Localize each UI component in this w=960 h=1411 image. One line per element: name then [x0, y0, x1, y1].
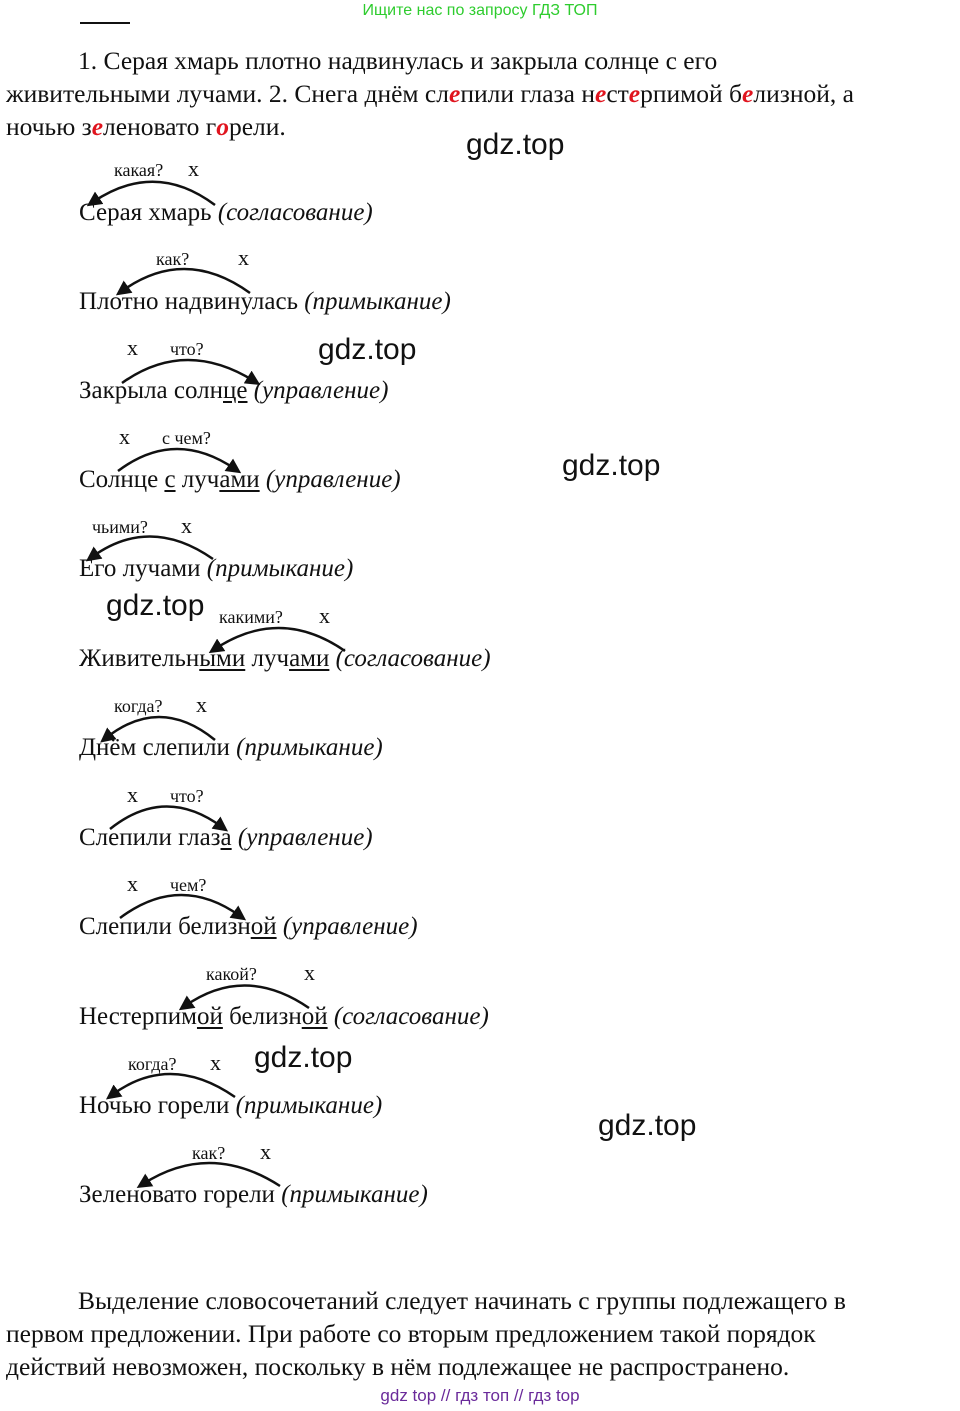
intro-line-2: живительными лучами. 2. Снега днём слепи… — [6, 79, 854, 108]
intro-line-3: ночью зеленовато горели. — [6, 112, 286, 141]
head-mark: х — [260, 1139, 271, 1164]
head-mark: х — [188, 156, 199, 181]
arc-12 — [136, 1161, 281, 1189]
question-label: чем? — [170, 875, 207, 895]
conclusion-paragraph: Выделение словосочетаний следует начинат… — [6, 1284, 956, 1383]
phrase-row: Его лучами (примыкание) — [79, 555, 354, 582]
phrase-row: Живительными лучами (согласование) — [79, 645, 491, 672]
arc-7 — [100, 715, 216, 743]
exercise-rule — [80, 22, 130, 24]
search-banner: Ищите нас по запросу ГДЗ ТОП — [362, 2, 598, 19]
phrase-row: Зеленовато горели (примыкание) — [79, 1181, 428, 1208]
head-mark: х — [119, 424, 130, 449]
head-mark: х — [127, 335, 138, 360]
arc-6 — [208, 626, 346, 654]
footer-links: gdz top // гдз топ // гдз top — [380, 1386, 580, 1405]
head-mark: х — [304, 960, 315, 985]
head-mark: х — [196, 692, 207, 717]
head-mark: х — [238, 245, 249, 270]
head-mark: х — [319, 603, 330, 628]
phrase-row: Плотно надвинулась (примыкание) — [79, 288, 451, 315]
arc-2 — [115, 267, 251, 296]
intro-line-1: 1. Серая хмарь плотно надвинулась и закр… — [78, 46, 718, 75]
phrase-row: Слепили белизной (управление) — [79, 913, 418, 940]
conclusion-line-3: действий невозможен, поскольку в нём под… — [6, 1352, 790, 1381]
watermark: gdz.top — [318, 333, 417, 366]
conclusion-line-1: Выделение словосочетаний следует начинат… — [78, 1286, 846, 1315]
watermark: gdz.top — [106, 589, 205, 622]
head-mark: х — [127, 871, 138, 896]
question-label: что? — [170, 786, 204, 806]
question-label: когда? — [128, 1054, 177, 1074]
watermark: gdz.top — [466, 128, 565, 161]
question-label: как? — [156, 249, 190, 269]
question-label: что? — [170, 339, 204, 359]
arc-5 — [85, 535, 214, 562]
phrase-row: Днём слепили (примыкание) — [79, 734, 383, 761]
conclusion-line-2: первом предложении. При работе со вторым… — [6, 1319, 816, 1348]
phrase-row: Слепили глаза (управление) — [79, 824, 373, 851]
phrase-row: Солнце с лучами (управление) — [79, 466, 401, 493]
head-mark: х — [210, 1050, 221, 1075]
head-mark: х — [127, 782, 138, 807]
arc-4 — [117, 447, 242, 474]
intro-paragraph: 1. Серая хмарь плотно надвинулась и закр… — [6, 44, 956, 143]
question-label: какой? — [206, 964, 257, 984]
arc-11 — [105, 1072, 236, 1100]
question-label: как? — [192, 1143, 226, 1163]
phrase-row: Ночью горели (примыкание) — [79, 1092, 383, 1119]
arc-1 — [86, 180, 216, 207]
question-label: когда? — [114, 696, 163, 716]
phrase-row: Закрыла солнце (управление) — [79, 377, 389, 404]
arc-8 — [109, 805, 229, 832]
watermark: gdz.top — [598, 1109, 697, 1142]
question-label: с чем? — [162, 428, 211, 448]
arc-9 — [119, 893, 247, 921]
arc-3 — [121, 358, 261, 385]
watermark: gdz.top — [562, 449, 661, 482]
arc-10 — [178, 984, 310, 1011]
head-mark: х — [181, 513, 192, 538]
phrase-row: Нестерпимой белизной (согласование) — [79, 1003, 489, 1030]
question-label: какими? — [219, 607, 283, 627]
question-label: какая? — [114, 160, 164, 180]
phrase-row: Серая хмарь (согласование) — [79, 199, 373, 226]
watermark: gdz.top — [254, 1041, 353, 1074]
question-label: чьими? — [92, 517, 148, 537]
